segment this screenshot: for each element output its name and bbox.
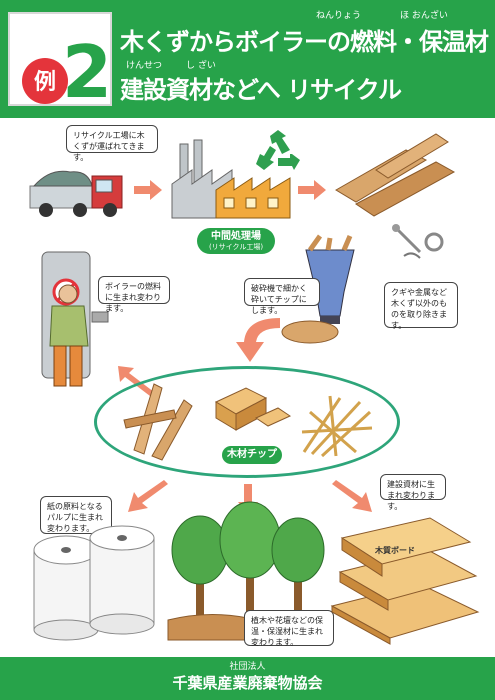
header-banner: 例 2 ねんりょう ほ おんざい 木くずからボイラーの燃料・保温材 けんせつ し… — [0, 0, 495, 118]
wood-splinters-illustration — [301, 395, 373, 458]
arrow-down-left-icon — [128, 480, 168, 512]
factory-illustration — [171, 139, 291, 219]
wood-scrap-pile-illustration — [335, 133, 456, 217]
facility-name: 中間処理場 — [211, 231, 261, 242]
arrow-right-icon — [298, 180, 326, 200]
arrow-right-icon — [134, 180, 162, 200]
truck-bubble: リサイクル工場に木くずが運ばれてきます。 — [66, 125, 158, 162]
ruby-shizai: し ざい — [186, 61, 216, 71]
example-badge: 例 2 — [8, 12, 112, 112]
paper-bubble: 紙の原料となるパルプに生まれ変わります。 — [40, 496, 112, 534]
title-line-2: 建設資材などへ リサイクル — [120, 76, 402, 104]
trees-mulch-illustration — [167, 501, 327, 641]
mulch-bubble: 植木や花壇などの保温・保湿材に生まれ変わります。 — [244, 610, 334, 647]
footer-banner: 社団法人 千葉県産業廃棄物協会 — [0, 657, 495, 700]
recycle-icon — [256, 130, 300, 170]
facility-subname: (リサイクル工場) — [208, 243, 264, 251]
wood-block-illustration — [214, 387, 292, 431]
paper-roll-illustration — [33, 525, 155, 641]
ruby-hoonzai: ほ おんざい — [400, 11, 448, 21]
crusher-bubble: 破砕機で細かく砕いてチップにします。 — [244, 278, 320, 315]
nail-icon — [392, 224, 444, 259]
arrow-down-right-icon — [332, 480, 372, 512]
organization-name: 千葉県産業廃棄物協会 — [172, 674, 323, 692]
ruby-kensetsu: けんせつ — [126, 61, 163, 71]
wood-chip-heap-illustration — [281, 320, 339, 344]
wood-chip-label: 木材チップ — [222, 446, 282, 464]
dump-truck-illustration — [29, 170, 123, 217]
wood-shard-illustration — [123, 383, 193, 461]
badge-number: 2 — [62, 30, 113, 114]
facility-label: 中間処理場 (リサイクル工場) — [197, 228, 275, 254]
badge-char: 例 — [33, 70, 56, 95]
worker-illustration — [49, 284, 89, 387]
title-line-1: 木くずからボイラーの燃料・保温材 — [120, 28, 489, 56]
nails-bubble: クギや金属など木くず以外のものを取り除きます。 — [384, 282, 458, 330]
wood-board-stack-illustration — [330, 517, 480, 645]
wood-chip-ellipse — [94, 366, 400, 478]
boiler-bubble: ボイラーの燃料に生まれ変わります。 — [98, 276, 170, 313]
curved-arrow-icon — [236, 318, 280, 362]
organization-type: 社団法人 — [229, 662, 266, 672]
wood-board-label: 木質ボード — [375, 546, 415, 555]
badge-circle — [22, 58, 68, 104]
board-bubble: 建設資材に生まれ変わります。 — [380, 474, 446, 511]
ruby-nenryou: ねんりょう — [316, 11, 362, 21]
